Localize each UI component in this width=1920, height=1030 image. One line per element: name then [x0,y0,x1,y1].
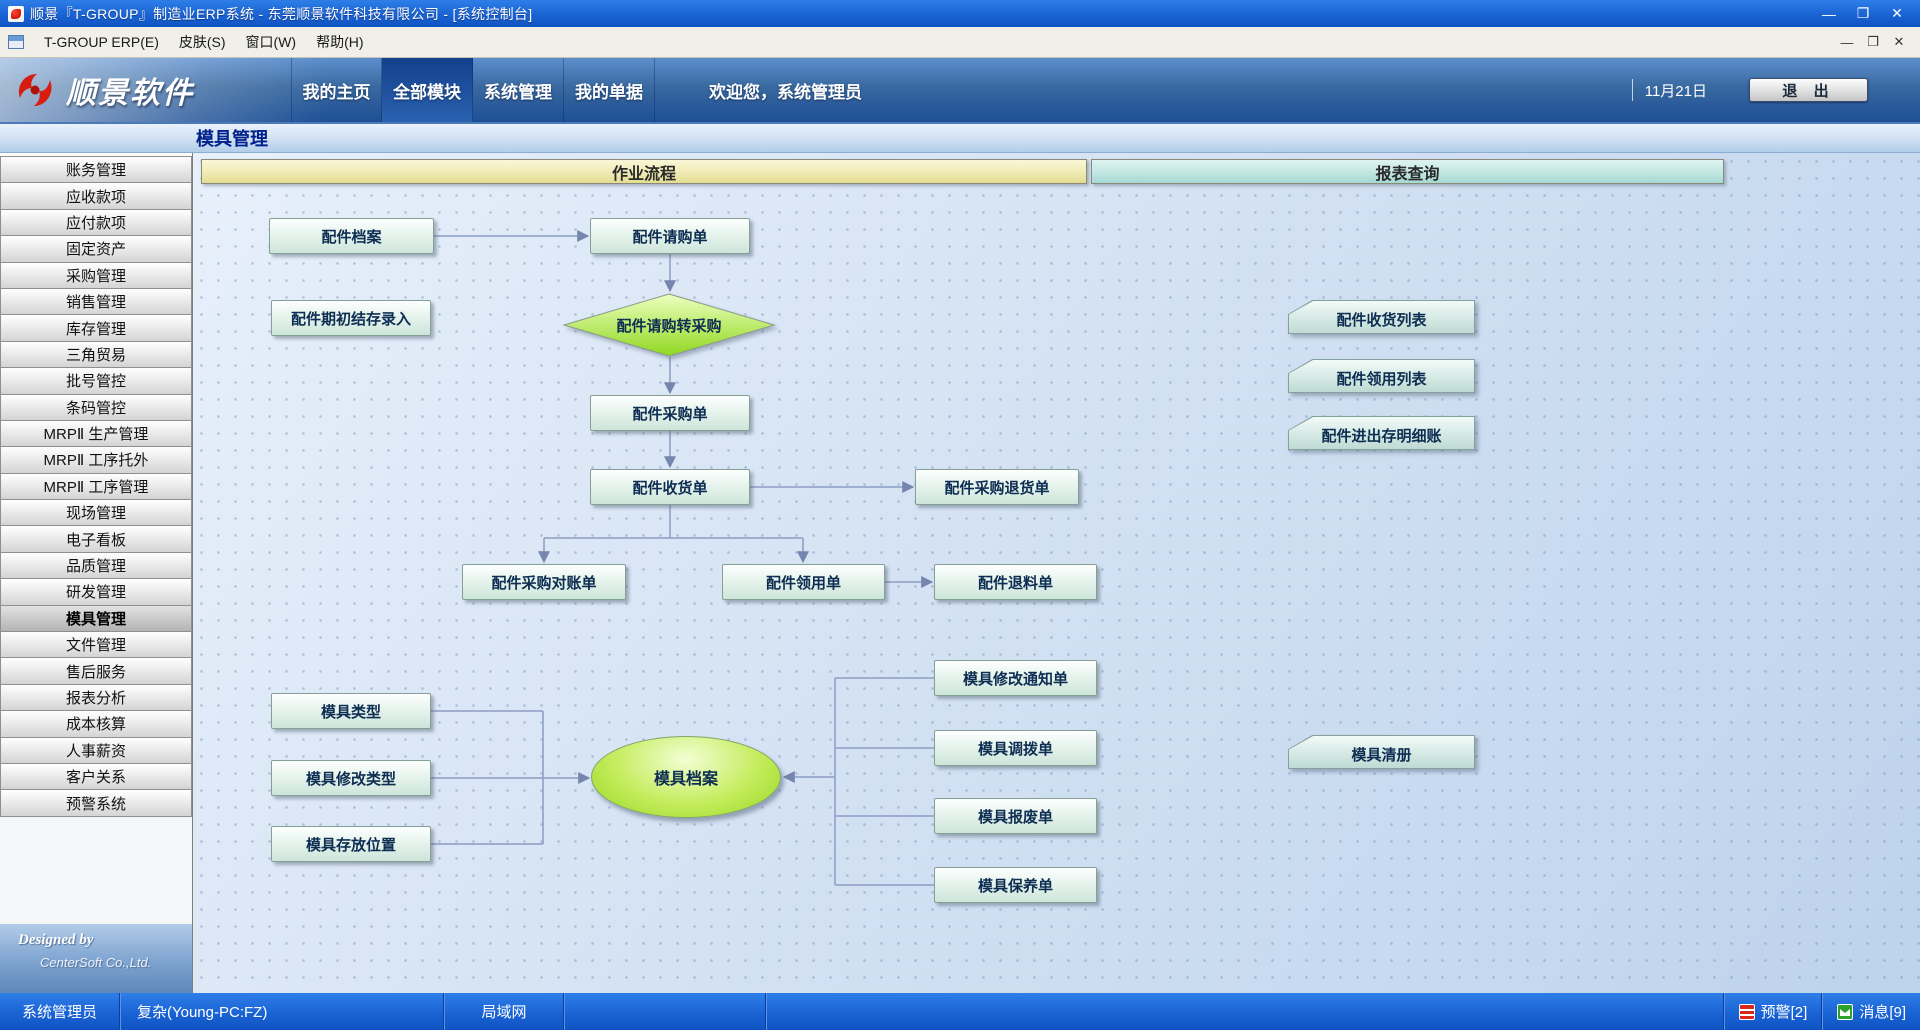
sidebar-item-file-mgmt[interactable]: 文件管理 [0,631,192,659]
main-nav-tabs: 我的主页 全部模块 系统管理 我的单据 [291,58,655,122]
sidebar-item-inventory-mgmt[interactable]: 库存管理 [0,314,192,342]
menu-help[interactable]: 帮助(H) [316,34,364,50]
sidebar-item-triangle-trade[interactable]: 三角贸易 [0,340,192,369]
status-network: 局域网 [481,1004,527,1021]
menu-bar: T-GROUP ERP(E) 皮肤(S) 窗口(W) 帮助(H) — ❐ ✕ [0,27,1920,58]
page-title: 模具管理 [196,129,268,149]
tab-all-modules[interactable]: 全部模块 [382,58,473,122]
flow-node-mold-scrap[interactable]: 模具报废单 [934,798,1097,834]
flow-node-mold-modify-type[interactable]: 模具修改类型 [271,760,431,796]
status-bar: 系统管理员 复杂(Young-PC:FZ) 局域网 预警[2] 消息[9] [0,993,1920,1030]
app-logo-icon [8,5,24,22]
sidebar-empty-area [0,816,192,924]
status-spacer [767,993,1723,1030]
sidebar-item-shopfloor-mgmt[interactable]: 现场管理 [0,499,192,527]
mdi-restore-button[interactable]: ❐ [1867,34,1879,49]
document-icon [8,35,24,49]
flow-node-mold-archive[interactable]: 模具档案 [591,736,781,818]
alert-icon [1738,1003,1755,1020]
sidebar-item-payables[interactable]: 应付款项 [0,208,192,237]
date-display: 11月21日 [1631,79,1707,101]
status-empty-segment [565,993,765,1030]
flow-node-mold-register-report[interactable]: 模具清册 [1288,735,1475,769]
sidebar-item-e-kanban[interactable]: 电子看板 [0,525,192,553]
sidebar-footer: Designed by CenterSoft Co.,Ltd. [0,924,192,993]
tab-my-documents[interactable]: 我的单据 [564,58,655,122]
flow-node-parts-purchase-request[interactable]: 配件请购单 [590,218,750,254]
exit-button[interactable]: 退 出 [1749,78,1868,102]
sidebar-item-quality-mgmt[interactable]: 品质管理 [0,551,192,580]
company-credit-text: CenterSoft Co.,Ltd. [40,955,152,970]
section-header-workflow: 作业流程 [201,159,1087,184]
module-flowchart-canvas: 作业流程 报表查询 [193,153,1920,993]
designed-by-text: Designed by [18,932,94,948]
page-title-bar: 模具管理 [0,122,1920,153]
flow-node-parts-requisition-list-report[interactable]: 配件领用列表 [1288,359,1475,393]
sidebar-item-after-sales[interactable]: 售后服务 [0,657,192,685]
sidebar-item-hr-payroll[interactable]: 人事薪资 [0,736,192,764]
sidebar-item-barcode-control[interactable]: 条码管控 [0,393,192,421]
welcome-text: 欢迎您，系统管理员 [709,82,862,102]
status-user: 系统管理员 [21,1004,97,1021]
mdi-minimize-button[interactable]: — [1840,34,1854,50]
menu-tgroup-erp[interactable]: T-GROUP ERP(E) [44,34,159,50]
sidebar-item-receivables[interactable]: 应收款项 [0,182,192,210]
window-close-button[interactable]: ✕ [1891,5,1903,21]
sidebar-item-alert-system[interactable]: 预警系统 [0,789,192,817]
sidebar-item-account-mgmt[interactable]: 账务管理 [0,156,192,184]
window-maximize-button[interactable]: ❐ [1856,5,1870,21]
sidebar-item-fixed-assets[interactable]: 固定资产 [0,235,192,263]
flow-node-request-to-purchase-decision[interactable]: 配件请购转采购 [562,293,776,357]
sidebar-item-sales-mgmt[interactable]: 销售管理 [0,287,192,316]
section-header-report-query: 报表查询 [1091,159,1724,184]
flow-node-parts-receipt-list-report[interactable]: 配件收货列表 [1288,300,1475,334]
status-alerts[interactable]: 预警[2] [1725,993,1822,1030]
app-header: 顺景软件 我的主页 全部模块 系统管理 我的单据 欢迎您，系统管理员 11月21… [0,58,1920,122]
flow-node-parts-archive[interactable]: 配件档案 [269,218,434,254]
sidebar-item-mold-mgmt[interactable]: 模具管理 [0,604,192,633]
sidebar-item-rnd-mgmt[interactable]: 研发管理 [0,578,192,606]
flow-node-mold-maintenance[interactable]: 模具保养单 [934,867,1097,903]
sidebar-item-purchase-mgmt[interactable]: 采购管理 [0,261,192,289]
flowchart-connectors [431,230,934,886]
sidebar-item-crm[interactable]: 客户关系 [0,762,192,791]
brand-logo: 顺景软件 [0,68,291,112]
flow-node-mold-modify-notice[interactable]: 模具修改通知单 [934,660,1097,696]
flow-node-parts-purchase-order[interactable]: 配件采购单 [590,395,750,431]
flow-node-parts-inventory-ledger-report[interactable]: 配件进出存明细账 [1288,416,1475,450]
status-messages[interactable]: 消息[9] [1823,993,1920,1030]
message-icon [1837,1003,1854,1020]
decision-diamond-shape [562,293,776,357]
brand-logo-text: 顺景软件 [66,77,194,110]
flow-node-mold-transfer[interactable]: 模具调拨单 [934,730,1097,766]
flow-node-mold-type[interactable]: 模具类型 [271,693,431,729]
messages-label: 消息[9] [1859,1004,1906,1021]
sidebar-item-mrp2-outsourcing[interactable]: MRPⅡ 工序托外 [0,446,192,474]
window-titlebar: 顺景『T-GROUP』制造业ERP系统 - 东莞顺景软件科技有限公司 - [系统… [0,0,1920,27]
flow-node-parts-purchase-reconciliation[interactable]: 配件采购对账单 [462,564,626,600]
sidebar-item-batch-control[interactable]: 批号管控 [0,367,192,395]
window-title: 顺景『T-GROUP』制造业ERP系统 - 东莞顺景软件科技有限公司 - [系统… [30,5,533,22]
sidebar-item-cost-accounting[interactable]: 成本核算 [0,710,192,738]
tab-my-home[interactable]: 我的主页 [291,58,382,122]
module-sidebar: 账务管理 应收款项 应付款项 固定资产 采购管理 销售管理 库存管理 三角贸易 … [0,153,193,993]
flow-node-parts-receipt[interactable]: 配件收货单 [590,469,750,505]
status-workstation: 复杂(Young-PC:FZ) [137,1004,268,1021]
flow-node-mold-storage-location[interactable]: 模具存放位置 [271,826,431,862]
flow-node-parts-material-return[interactable]: 配件退料单 [934,564,1097,600]
flow-node-parts-requisition[interactable]: 配件领用单 [722,564,885,600]
menu-skin[interactable]: 皮肤(S) [178,34,226,50]
mdi-close-button[interactable]: ✕ [1893,34,1905,49]
menu-window[interactable]: 窗口(W) [245,34,297,50]
sidebar-item-report-analysis[interactable]: 报表分析 [0,683,192,712]
sidebar-item-mrp2-production[interactable]: MRPⅡ 生产管理 [0,419,192,448]
sidebar-item-mrp2-process[interactable]: MRPⅡ 工序管理 [0,472,192,501]
window-minimize-button[interactable]: — [1822,5,1836,22]
tab-system-management[interactable]: 系统管理 [473,58,564,122]
shunjing-logo-icon [18,74,52,106]
flow-node-parts-opening-balance-entry[interactable]: 配件期初结存录入 [271,300,431,336]
alerts-label: 预警[2] [1760,1004,1808,1021]
flow-node-parts-purchase-return[interactable]: 配件采购退货单 [915,469,1079,505]
